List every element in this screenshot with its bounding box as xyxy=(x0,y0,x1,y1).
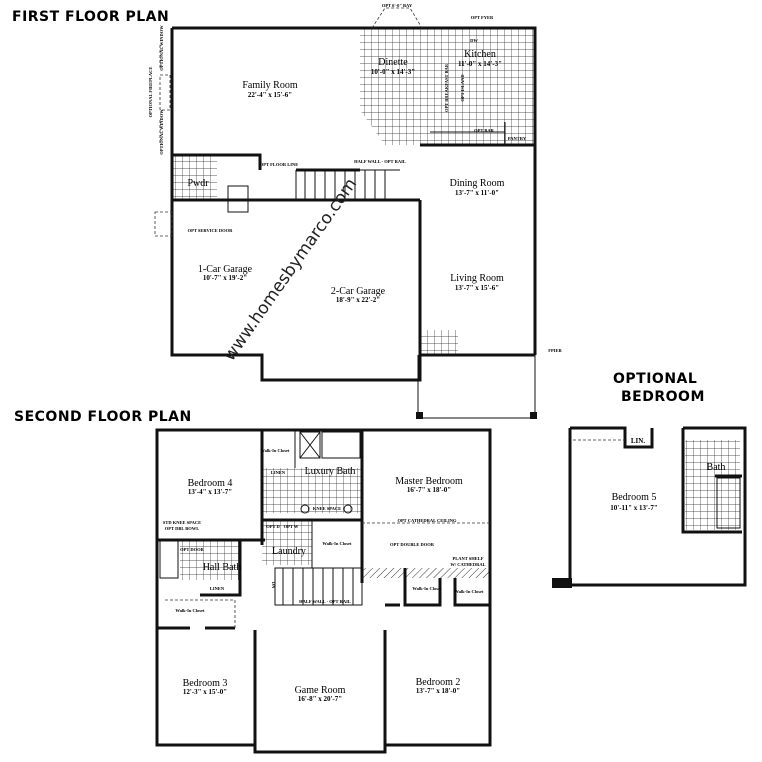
foyer-tile-floor xyxy=(421,330,458,355)
note: PLANT SHELF xyxy=(452,556,483,561)
note: W/ CATHEDRAL xyxy=(450,562,485,567)
note: Walk-In Closet xyxy=(454,589,484,594)
note: LINEN xyxy=(210,586,225,591)
note: DN xyxy=(271,582,276,589)
second-floor-plan xyxy=(155,428,492,754)
first-floor-plan xyxy=(154,7,537,419)
note: HALF WALL - OPT RAIL xyxy=(299,599,351,604)
room-label: Laundry xyxy=(272,546,306,557)
note: PANTRY xyxy=(508,136,527,141)
room-label: Bedroom 4 xyxy=(188,478,233,489)
room-dimensions: 11'-0" x 14'-3" xyxy=(458,60,502,68)
room-label: 2-Car Garage xyxy=(331,286,386,297)
note: FPIER xyxy=(548,348,562,353)
room-dimensions: 12'-3" x 15'-0" xyxy=(183,688,227,696)
note: OPT FYER xyxy=(471,15,494,20)
room-dimensions: 13'-7" x 11'-0" xyxy=(455,189,499,197)
note: OPT W xyxy=(284,524,299,529)
room-dimensions: 16'-8" x 20'-7" xyxy=(298,695,342,703)
note: OPT CATHEDRAL CEILING xyxy=(397,518,457,523)
optional-bedroom-heading-1: OPTIONAL xyxy=(613,371,697,387)
note: OPT DBL BOWL xyxy=(165,526,199,531)
note: OPT D xyxy=(266,524,280,529)
note: OPT SERVICE DOOR xyxy=(188,228,234,233)
powder-tile-floor xyxy=(172,155,217,200)
room-dimensions: 13'-7" x 15'-6" xyxy=(455,284,499,292)
room-label: Family Room xyxy=(242,80,298,91)
note: OPT DOUBLE DOOR xyxy=(390,542,435,547)
room-dimensions: 10'-7" x 19'-2" xyxy=(203,274,247,282)
note: OPT DOOR xyxy=(180,547,205,552)
room-label: Dinette xyxy=(378,57,408,68)
first-floor-heading: FIRST FLOOR PLAN xyxy=(12,9,169,25)
note: DW xyxy=(470,38,478,43)
room-label: 1-Car Garage xyxy=(198,264,253,275)
room-label: Dining Room xyxy=(450,178,505,189)
room-label: Pwdr xyxy=(187,178,209,189)
room-dimensions: 18'-9" x 22'-2" xyxy=(336,296,380,304)
note: OPT BAR xyxy=(474,128,495,133)
note: Walk-In Closet xyxy=(322,541,352,546)
room-dimensions: 13'-7" x 18'-0" xyxy=(416,687,460,695)
note: Walk-In Closet xyxy=(412,586,442,591)
room-label: Living Room xyxy=(450,273,504,284)
room-label: Master Bedroom xyxy=(395,476,463,487)
room-label: Bedroom 5 xyxy=(612,492,657,503)
room-dimensions: 10'-11" x 13'-7" xyxy=(610,504,658,512)
room-label: Hall Bath xyxy=(203,562,242,573)
second-floor-heading: SECOND FLOOR PLAN xyxy=(14,409,192,425)
room-label: Luxury Bath xyxy=(305,466,356,477)
optional-bedroom-heading-2: BEDROOM xyxy=(621,389,705,405)
note: OPT 6'-0" BAY xyxy=(382,3,413,8)
note: LINEN xyxy=(271,470,286,475)
note: OPT FLOOR LINE xyxy=(260,162,298,167)
note: KNEE SPACE xyxy=(313,506,341,511)
note: OPTIONAL WINDOW xyxy=(159,109,164,155)
note: STD KNEE SPACE xyxy=(163,520,201,525)
room-label: Bath xyxy=(707,462,726,473)
room-label: Bedroom 3 xyxy=(183,678,228,689)
room-label: LIN. xyxy=(631,437,645,445)
room-label: Kitchen xyxy=(464,49,496,60)
note: OPTIONAL FIREPLACE xyxy=(148,67,153,118)
room-label: Game Room xyxy=(295,685,346,696)
note: OPTIONAL WINDOW xyxy=(159,25,164,71)
optional-bedroom-plan xyxy=(552,426,747,588)
note: Walk-In Closet xyxy=(260,448,290,453)
room-label: Bedroom 2 xyxy=(416,677,461,688)
note: OPT ISLAND xyxy=(460,74,465,102)
kitchen-tile-floor xyxy=(360,28,535,145)
room-dimensions: 10'-0" x 14'-3" xyxy=(371,68,415,76)
note: HALF WALL - OPT RAIL xyxy=(354,159,406,164)
room-dimensions: 16'-7" x 18'-0" xyxy=(407,486,451,494)
room-dimensions: 22'-4" x 15'-6" xyxy=(248,91,292,99)
room-dimensions: 13'-4" x 13'-7" xyxy=(188,488,232,496)
note: OPT BREAKFAST BAR xyxy=(444,63,449,112)
note: Walk-In Closet xyxy=(175,608,205,613)
